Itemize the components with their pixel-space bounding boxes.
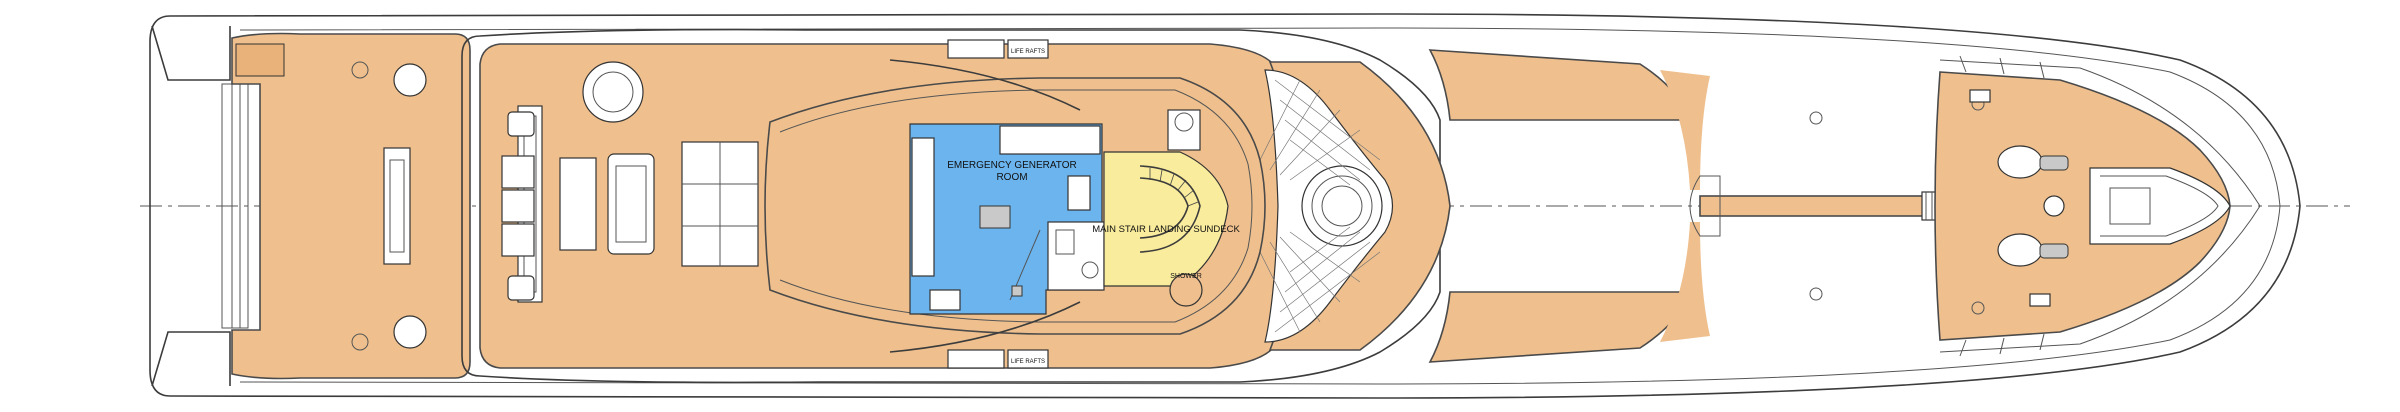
stair-landing-label: MAIN STAIR LANDING SUNDECK bbox=[1092, 224, 1240, 235]
life-raft-top-1 bbox=[947, 39, 1005, 59]
aft-cleat-top bbox=[351, 61, 369, 79]
life-raft-bottom-label: LIFE RAFTS bbox=[1011, 359, 1045, 365]
bulwark-stanchion-6 bbox=[2039, 333, 2045, 351]
coffee-table-left bbox=[559, 157, 597, 251]
stern-platform-bottom bbox=[151, 331, 231, 387]
windlass-top bbox=[1997, 145, 2043, 179]
bow-cleat-bottom bbox=[1971, 301, 1985, 315]
porthole-top bbox=[1809, 111, 1823, 125]
life-raft-bottom-1 bbox=[947, 349, 1005, 369]
generator-unit bbox=[979, 205, 1011, 229]
side-deck-top bbox=[1428, 49, 1692, 121]
generator-left-bench bbox=[911, 137, 935, 277]
spiral-stair-treads bbox=[1149, 168, 1199, 207]
sundeck-superstructure bbox=[461, 28, 1441, 384]
arc-bottom bbox=[889, 301, 1081, 353]
bow-rescue-boat-inner bbox=[2100, 175, 2219, 237]
lift-ring bbox=[1174, 112, 1194, 132]
hull-inner-outline bbox=[239, 27, 2281, 385]
stern-stairs-top bbox=[235, 43, 285, 77]
porthole-bottom bbox=[1809, 287, 1823, 301]
table-block-2 bbox=[501, 189, 535, 223]
generator-room-stores bbox=[999, 125, 1101, 155]
aft-sunpad bbox=[383, 147, 411, 265]
life-raft-top-2 bbox=[1007, 39, 1049, 59]
mosaic-bottom bbox=[1259, 226, 1381, 333]
aft-round-table-top bbox=[393, 63, 427, 97]
jacuzzi bbox=[1301, 165, 1383, 247]
shower-label: SHOWER bbox=[1170, 273, 1202, 280]
sofa-aft-seat bbox=[615, 165, 647, 243]
aft-deck bbox=[231, 32, 471, 380]
chair-aft-bottom bbox=[507, 275, 535, 301]
chair-aft-top bbox=[507, 111, 535, 137]
chain-pipe bbox=[2043, 195, 2065, 217]
round-table-inner bbox=[592, 71, 634, 113]
round-table bbox=[582, 61, 644, 123]
aft-round-table-bottom bbox=[393, 315, 427, 349]
capstan-top bbox=[2039, 155, 2069, 171]
bow-box-bottom bbox=[2029, 293, 2051, 307]
bow-rescue-boat bbox=[2089, 167, 2231, 245]
bow-deck bbox=[1934, 71, 2231, 341]
basin bbox=[1055, 229, 1075, 255]
stern-platform-top bbox=[151, 25, 231, 81]
jacuzzi-core bbox=[1321, 185, 1363, 227]
foredeck-strip-bottom bbox=[1660, 222, 1710, 342]
wc bbox=[1047, 221, 1105, 291]
mosaic-top bbox=[1259, 79, 1381, 186]
aft-sunpad-inner bbox=[389, 159, 405, 253]
bow-boat-cockpit bbox=[2109, 187, 2151, 225]
spiral-stair bbox=[1139, 165, 1201, 253]
side-deck-bottom bbox=[1428, 291, 1692, 363]
foredeck-cap bbox=[1689, 175, 1721, 237]
table-block-3 bbox=[501, 223, 535, 257]
capstan-bottom bbox=[2039, 243, 2069, 259]
generator-room-label: EMERGENCY GENERATOR bbox=[947, 160, 1076, 171]
lift-cabin bbox=[1167, 109, 1201, 151]
life-raft-top-label: LIFE RAFTS bbox=[1011, 49, 1045, 55]
bulwark-stanchion-3 bbox=[2039, 61, 2045, 79]
foredeck-walkway bbox=[1699, 195, 1941, 217]
bow-box-top bbox=[1969, 89, 1991, 103]
jacuzzi-inner bbox=[1311, 175, 1373, 237]
generator-slot bbox=[1011, 285, 1023, 297]
life-raft-bottom-2 bbox=[1007, 349, 1049, 369]
central-island-inner bbox=[779, 89, 1253, 323]
bulwark-stanchion-5 bbox=[1999, 337, 2005, 355]
windlass-bottom bbox=[1997, 233, 2043, 267]
hull-outline bbox=[149, 13, 2301, 399]
arc-top bbox=[889, 59, 1081, 111]
aft-cleat-bottom bbox=[351, 333, 369, 351]
generator-panel bbox=[1067, 175, 1091, 211]
bulwark-stanchion-1 bbox=[1959, 55, 1967, 73]
table-block-1 bbox=[501, 155, 535, 189]
bulwark-stanchion-2 bbox=[1999, 57, 2005, 75]
foredeck-strip-top bbox=[1660, 70, 1710, 190]
foredeck-ladder bbox=[1921, 191, 1937, 221]
sofa-aft bbox=[607, 153, 655, 255]
toilet bbox=[1081, 261, 1099, 279]
bulwark-stanchion-4 bbox=[1959, 339, 1967, 357]
bow-bulwark bbox=[1939, 59, 2261, 353]
generator-room-label-2: ROOM bbox=[996, 172, 1027, 183]
generator-small-box bbox=[929, 289, 961, 311]
shower bbox=[1169, 273, 1203, 307]
